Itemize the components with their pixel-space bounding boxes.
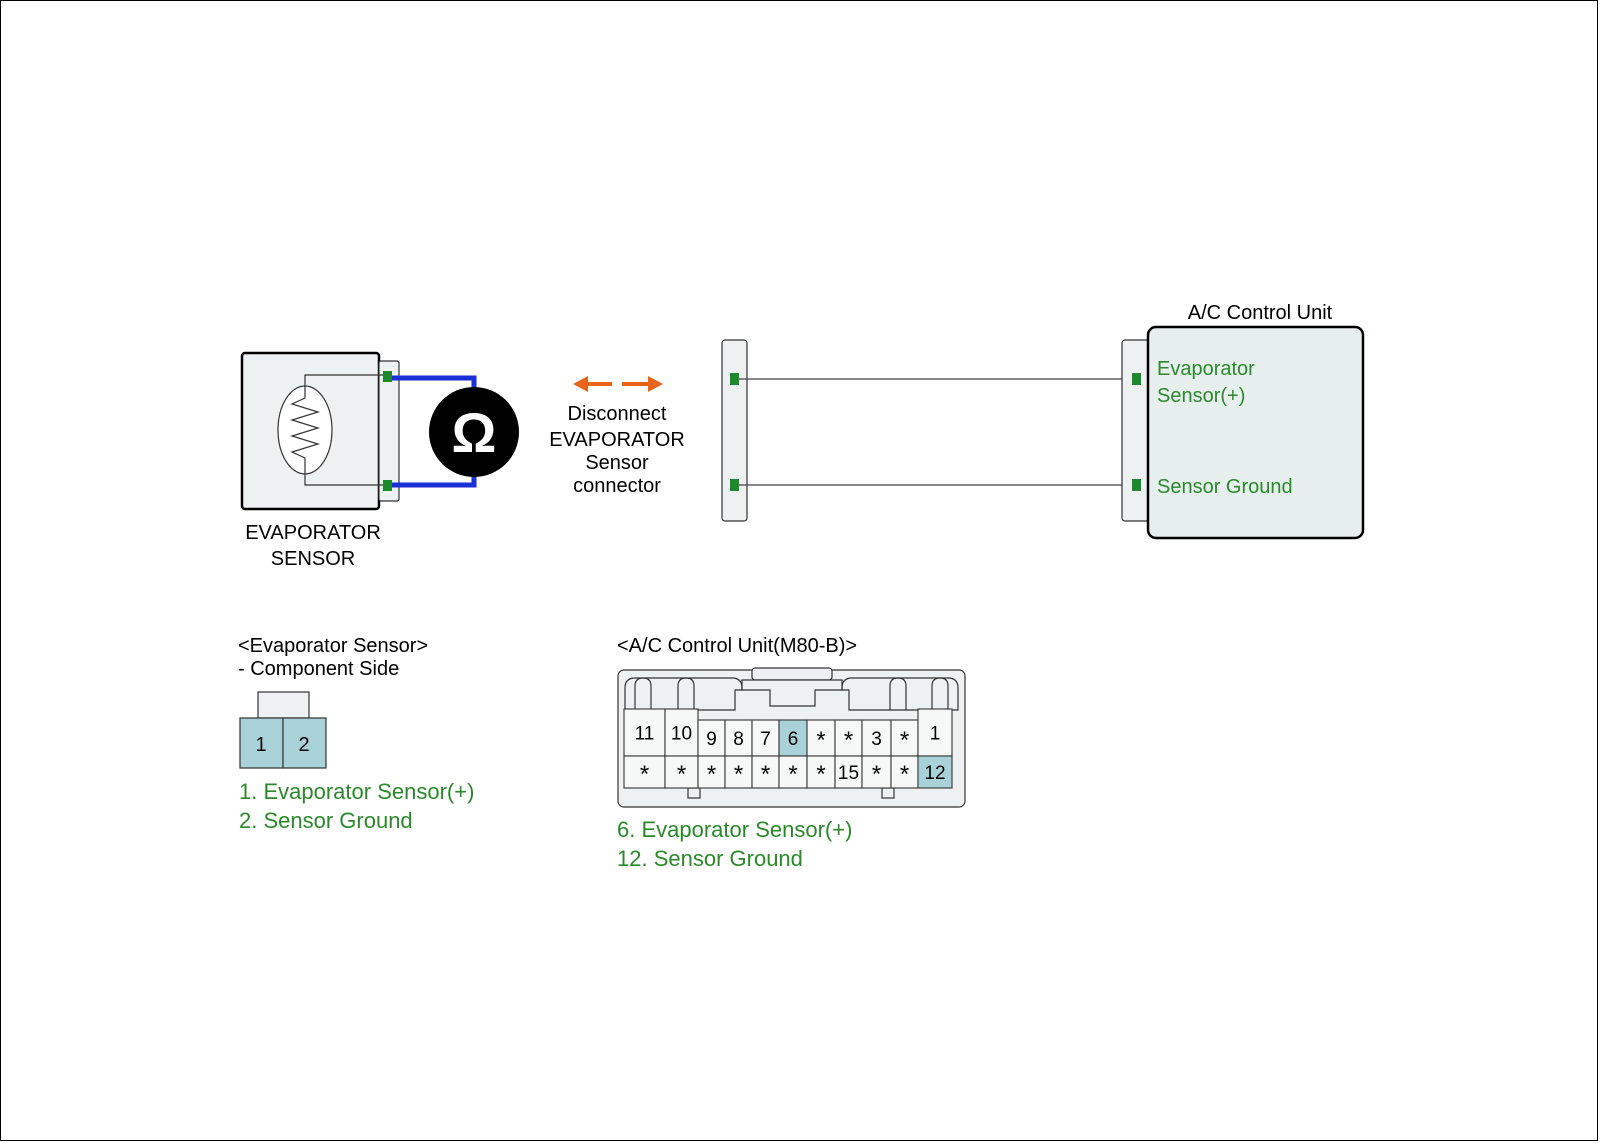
- unit-connector-pin-label: 9: [706, 729, 717, 750]
- sensor-connector-latch: [257, 691, 310, 719]
- unit-connector-title: <A/C Control Unit(M80-B)>: [617, 635, 857, 657]
- sensor-legend-item: 2. Sensor Ground: [239, 808, 413, 833]
- unit-connector-pin: [917, 755, 953, 789]
- unit-connector-pin-label: *: [734, 761, 743, 788]
- harness-connector: [721, 339, 1132, 522]
- ac-unit-connector: [1121, 339, 1151, 522]
- unit-connector-pin: [697, 719, 726, 757]
- sensor-pin-1: [383, 371, 392, 382]
- ac-terminal2: Sensor Ground: [1157, 476, 1293, 498]
- unit-connector-pin-label: 8: [733, 729, 744, 750]
- unit-connector-pin: [834, 719, 863, 757]
- sensor-connector-pin-label: 1: [255, 734, 266, 756]
- unit-legend-item: 12. Sensor Ground: [617, 846, 803, 871]
- unit-connector-pin-label: 10: [671, 724, 692, 745]
- instruction-text: Disconnect EVAPORATOR Sensor connector: [549, 403, 685, 497]
- unit-connector-pin-label: 15: [838, 763, 859, 784]
- instruction-line1: Disconnect: [568, 403, 667, 425]
- unit-connector-pin-label: 3: [871, 729, 882, 750]
- sensor-connector-view: <Evaporator Sensor> - Component Side 1 2…: [238, 635, 474, 833]
- sensor-label-line1: EVAPORATOR: [245, 522, 381, 544]
- unit-connector-pin-label: *: [640, 761, 649, 788]
- unit-connector-pin-label: *: [872, 761, 881, 788]
- unit-connector-pin-label: *: [900, 727, 909, 754]
- unit-connector-pin: [623, 755, 666, 789]
- unit-connector-pin: [917, 708, 953, 757]
- disconnect-arrows-icon: [573, 376, 663, 392]
- unit-connector-latch: [624, 667, 959, 799]
- sensor-connector-side: [378, 360, 400, 502]
- unit-connector-pin: [724, 755, 753, 789]
- unit-connector-pin: [751, 719, 780, 757]
- instruction-line3: Sensor: [585, 452, 649, 474]
- unit-connector-pin-label: 1: [930, 724, 941, 745]
- unit-connector-pin-label: *: [761, 761, 770, 788]
- unit-connector-pin-label: 6: [788, 729, 799, 750]
- ac-unit-body: [1146, 325, 1365, 540]
- ac-unit-pin-1: [1132, 373, 1141, 385]
- unit-legend-item: 6. Evaporator Sensor(+): [617, 817, 852, 842]
- unit-connector-pin-label: 12: [924, 763, 945, 784]
- unit-connector-pin-label: 11: [635, 724, 655, 745]
- unit-connector-pin: [778, 719, 808, 757]
- unit-connector-pin-label: *: [816, 727, 825, 754]
- unit-connector-pin-label: *: [900, 761, 909, 788]
- evaporator-sensor: EVAPORATOR SENSOR: [240, 351, 400, 570]
- unit-connector-pin: [778, 755, 808, 789]
- unit-connector-pin: [724, 719, 753, 757]
- sensor-connector-pin-1: [239, 717, 284, 769]
- sensor-connector-pin-label: 2: [298, 734, 309, 756]
- unit-connector-pin: [664, 755, 699, 789]
- unit-connector-pin: [861, 755, 892, 789]
- unit-connector-pin: [806, 719, 836, 757]
- sensor-connector-pin-2: [282, 717, 327, 769]
- ac-unit-title: A/C Control Unit: [1188, 302, 1333, 324]
- ac-unit-pin-2: [1132, 479, 1141, 491]
- unit-connector-pin: [890, 755, 919, 789]
- unit-connector-pin: [664, 708, 699, 757]
- ac-control-unit: A/C Control Unit Evaporator Sensor(+) Se…: [1121, 302, 1365, 540]
- ohmmeter: Ω: [392, 375, 519, 488]
- unit-connector-pin-label: 7: [760, 729, 771, 750]
- harness-connector-body: [721, 339, 748, 522]
- unit-connector-pin-label: *: [788, 761, 797, 788]
- harness-pin-1: [730, 373, 739, 385]
- ohm-symbol: Ω: [452, 401, 497, 464]
- sensor-pin-2: [383, 480, 392, 491]
- sensor-connector-title: <Evaporator Sensor>: [238, 635, 428, 657]
- ohmmeter-icon: [429, 387, 519, 477]
- instruction-line4: connector: [573, 475, 661, 497]
- harness-pin-2: [730, 479, 739, 491]
- unit-connector-pin-label: *: [844, 727, 853, 754]
- instruction-line2: EVAPORATOR: [549, 429, 685, 451]
- sensor-legend-item: 1. Evaporator Sensor(+): [239, 779, 474, 804]
- unit-connector-pin-label: *: [707, 761, 716, 788]
- unit-connector-pin: [806, 755, 836, 789]
- ac-terminal1-line1: Evaporator: [1157, 358, 1255, 380]
- sensor-label-line2: SENSOR: [271, 548, 355, 570]
- unit-connector-pin-label: *: [677, 761, 686, 788]
- unit-connector-pin: [697, 755, 726, 789]
- thermistor-icon: [277, 374, 388, 486]
- unit-connector-pin-label: *: [816, 761, 825, 788]
- ac-terminal1-line2: Sensor(+): [1157, 385, 1245, 407]
- sensor-connector-subtitle: - Component Side: [238, 658, 399, 680]
- unit-connector-pin: [890, 719, 919, 757]
